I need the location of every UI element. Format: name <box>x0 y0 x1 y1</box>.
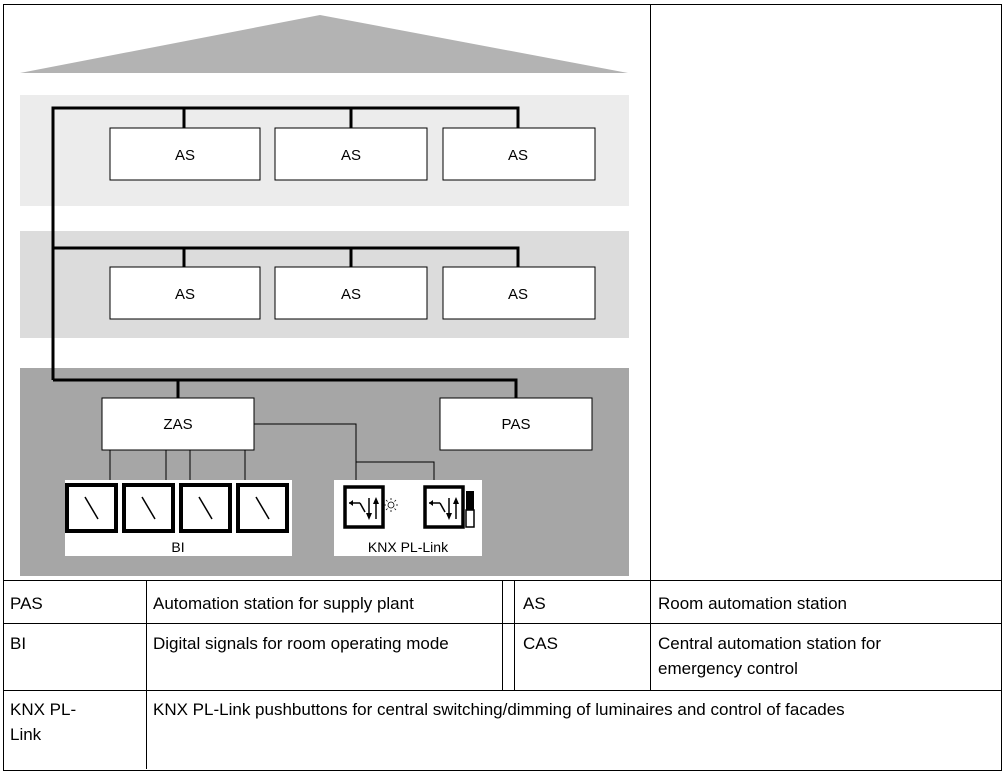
legend-desc-cas: Central automation station for emergency… <box>658 634 882 678</box>
divider-col1 <box>146 580 147 769</box>
as-box <box>442 127 596 181</box>
legend-abbr-bi: BI <box>10 634 27 653</box>
legend-desc-bi: Digital signals for room operating mode <box>153 634 449 653</box>
bus-lines <box>51 106 520 398</box>
switch-icon <box>179 483 232 533</box>
blind-icon <box>465 491 475 528</box>
legend-abbr-knx: KNX PL-Link <box>10 700 77 744</box>
pushbutton-dimmer-icon <box>343 485 385 529</box>
as-box <box>109 266 261 320</box>
as-label: AS <box>508 147 528 164</box>
as-box <box>109 127 261 181</box>
divider-col2 <box>502 580 503 690</box>
legend-abbr-as: AS <box>523 594 546 613</box>
as-label: AS <box>175 147 195 164</box>
divider-diagram <box>650 4 651 580</box>
as-label: AS <box>341 147 361 164</box>
legend-abbr-pas: PAS <box>10 594 43 613</box>
divider-col3 <box>514 580 515 690</box>
knx-label: KNX PL-Link <box>368 539 449 555</box>
signal-lines <box>109 423 435 483</box>
as-box <box>274 266 428 320</box>
as-label: AS <box>508 286 528 303</box>
divider-col4 <box>650 580 651 690</box>
divider-row2 <box>3 690 1002 691</box>
switch-icon <box>65 483 118 533</box>
legend-desc-as: Room automation station <box>658 594 847 613</box>
switch-icon <box>236 483 289 533</box>
legend-abbr-cas: CAS <box>523 634 558 653</box>
zas-box <box>101 397 255 451</box>
legend-desc-pas: Automation station for supply plant <box>153 594 414 613</box>
as-label: AS <box>341 286 361 303</box>
pas-box <box>439 397 593 451</box>
legend-desc-knx: KNX PL-Link pushbuttons for central swit… <box>153 700 845 719</box>
bi-label: BI <box>171 539 184 555</box>
pushbutton-blind-icon <box>423 485 465 529</box>
zas-label: ZAS <box>163 416 192 433</box>
switch-icon <box>122 483 175 533</box>
lamp-icon <box>384 498 398 512</box>
roof <box>20 15 628 73</box>
as-label: AS <box>175 286 195 303</box>
pas-label: PAS <box>502 416 531 433</box>
building-diagram: AS AS AS AS AS AS ZAS PAS BI <box>20 15 629 576</box>
as-box <box>274 127 428 181</box>
as-box <box>442 266 596 320</box>
